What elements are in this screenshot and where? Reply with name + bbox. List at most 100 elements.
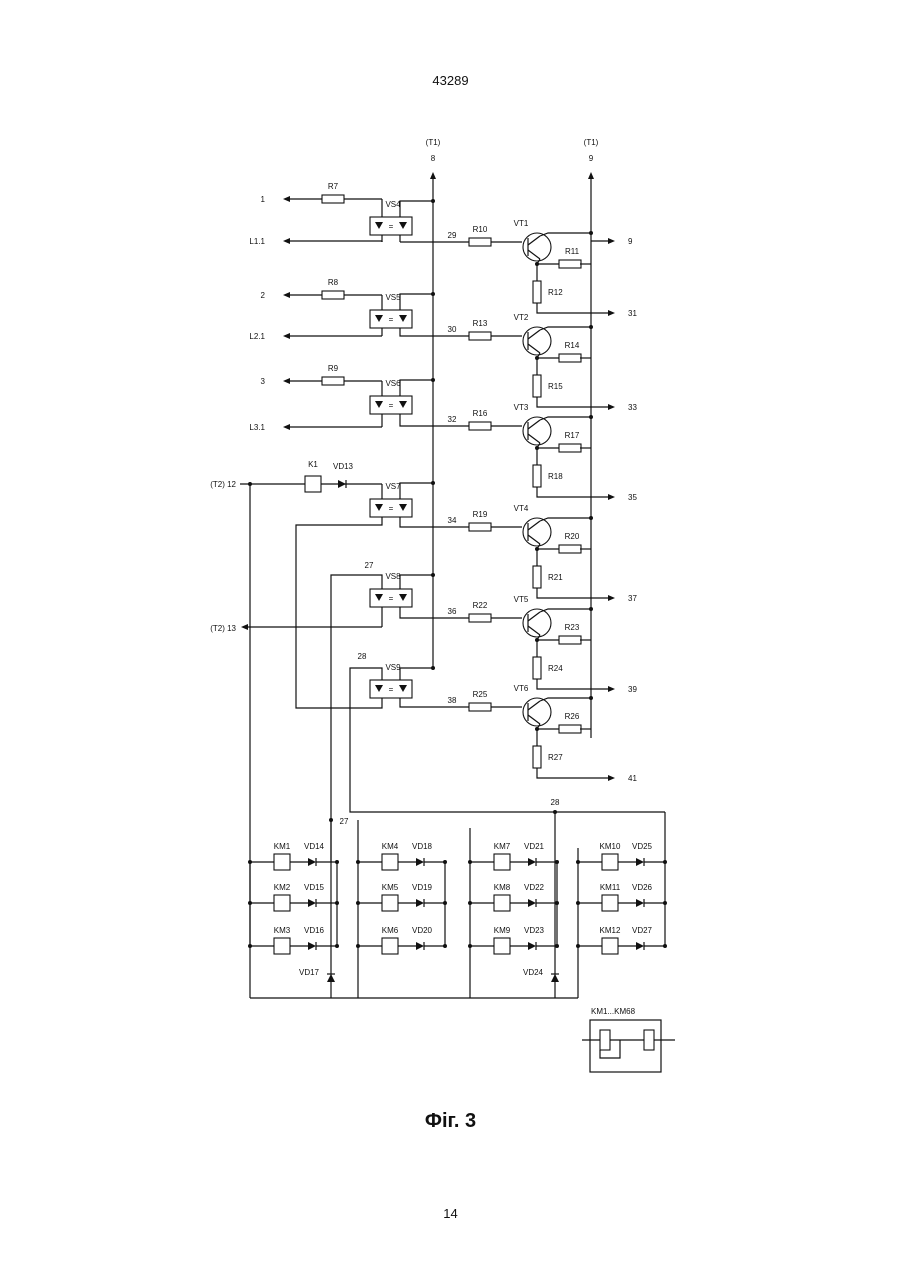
junction-dot [589, 325, 593, 329]
relay-coil [494, 938, 510, 954]
relay-coil [382, 854, 398, 870]
relay-coil [602, 854, 618, 870]
diode-icon [416, 899, 424, 907]
resistor-label: R22 [473, 601, 488, 610]
node-label: 28 [358, 652, 367, 661]
resistor [559, 636, 581, 644]
wire [537, 303, 608, 313]
rail-label: (Т1) [584, 138, 599, 147]
resistor-label: R15 [548, 382, 563, 391]
wire [400, 335, 522, 336]
arrow-icon [283, 292, 290, 298]
diode-label: VD26 [632, 883, 653, 892]
resistor-label: R18 [548, 472, 563, 481]
relay-label: KM12 [600, 926, 621, 935]
arrow-icon [608, 686, 615, 692]
terminal-label: L1.1 [249, 237, 265, 246]
relay-label: KM7 [494, 842, 511, 851]
wire [540, 327, 591, 330]
wire [400, 201, 433, 210]
node-label: 34 [448, 516, 457, 525]
junction-dot [431, 378, 435, 382]
relay-coil [274, 938, 290, 954]
arrow-icon [283, 378, 290, 384]
wire [540, 417, 591, 420]
diode-icon [528, 899, 536, 907]
terminal-label: 1 [261, 195, 266, 204]
resistor [533, 375, 541, 397]
junction-dot [589, 696, 593, 700]
diode-label: VD19 [412, 883, 433, 892]
diode-label: VD20 [412, 926, 433, 935]
arrow-icon [608, 310, 615, 316]
terminal-label: L3.1 [249, 423, 265, 432]
wire [400, 614, 522, 618]
resistor [469, 523, 491, 531]
resistor-label: R14 [565, 341, 580, 350]
transistor-label: VT4 [514, 504, 529, 513]
coupling-mark: = [389, 685, 394, 694]
wire [400, 294, 433, 303]
diode-icon [636, 942, 644, 950]
coupling-mark: = [389, 594, 394, 603]
output-label: 31 [628, 309, 637, 318]
relay-label: K1 [308, 460, 318, 469]
wire [540, 609, 591, 612]
output-label: 41 [628, 774, 637, 783]
junction-dot [431, 481, 435, 485]
wire [537, 768, 608, 778]
resistor [469, 422, 491, 430]
diode-icon [528, 942, 536, 950]
optocoupler-label: VS8 [385, 572, 401, 581]
arrow-icon [430, 172, 436, 179]
diode-label: VD22 [524, 883, 545, 892]
output-label: 33 [628, 403, 637, 412]
diode-icon [416, 942, 424, 950]
arrow-icon [608, 404, 615, 410]
diode-label: VD21 [524, 842, 545, 851]
terminal-label: 2 [261, 291, 266, 300]
node-label: 30 [448, 325, 457, 334]
arrow-icon [608, 238, 615, 244]
relay-label: KM1 [274, 842, 291, 851]
wire [540, 233, 591, 236]
wire [331, 575, 382, 998]
resistor [559, 545, 581, 553]
diode-label: VD13 [333, 462, 354, 471]
diode-label: VD24 [523, 968, 544, 977]
wire [400, 483, 433, 492]
wire [400, 421, 522, 426]
resistor [559, 725, 581, 733]
resistor [559, 444, 581, 452]
relay-label: KM3 [274, 926, 291, 935]
resistor [533, 746, 541, 768]
resistor [533, 657, 541, 679]
node-label: 36 [448, 607, 457, 616]
diode-label: VD23 [524, 926, 545, 935]
wire [540, 518, 591, 521]
relay-coil [382, 938, 398, 954]
coupling-mark: = [389, 222, 394, 231]
junction-dot [589, 607, 593, 611]
arrow-icon [608, 595, 615, 601]
diode-label: VD18 [412, 842, 433, 851]
resistor-label: R13 [473, 319, 488, 328]
legend-label: KM1...KM68 [591, 1007, 636, 1016]
transistor-label: VT5 [514, 595, 529, 604]
relay-label: KM8 [494, 883, 511, 892]
arrow-icon [283, 424, 290, 430]
diode-icon [308, 942, 316, 950]
junction-dot [431, 666, 435, 670]
terminal-label: (Т2) 12 [210, 480, 236, 489]
node-label: 28 [551, 798, 560, 807]
resistor [559, 354, 581, 362]
resistor-label: R25 [473, 690, 488, 699]
resistor-label: R16 [473, 409, 488, 418]
resistor-label: R23 [565, 623, 580, 632]
transistor-label: VT2 [514, 313, 529, 322]
resistor-label: R11 [565, 247, 580, 256]
arrow-icon [608, 775, 615, 781]
resistor [469, 703, 491, 711]
diode-label: VD17 [299, 968, 320, 977]
rail-label: (Т1) [426, 138, 441, 147]
